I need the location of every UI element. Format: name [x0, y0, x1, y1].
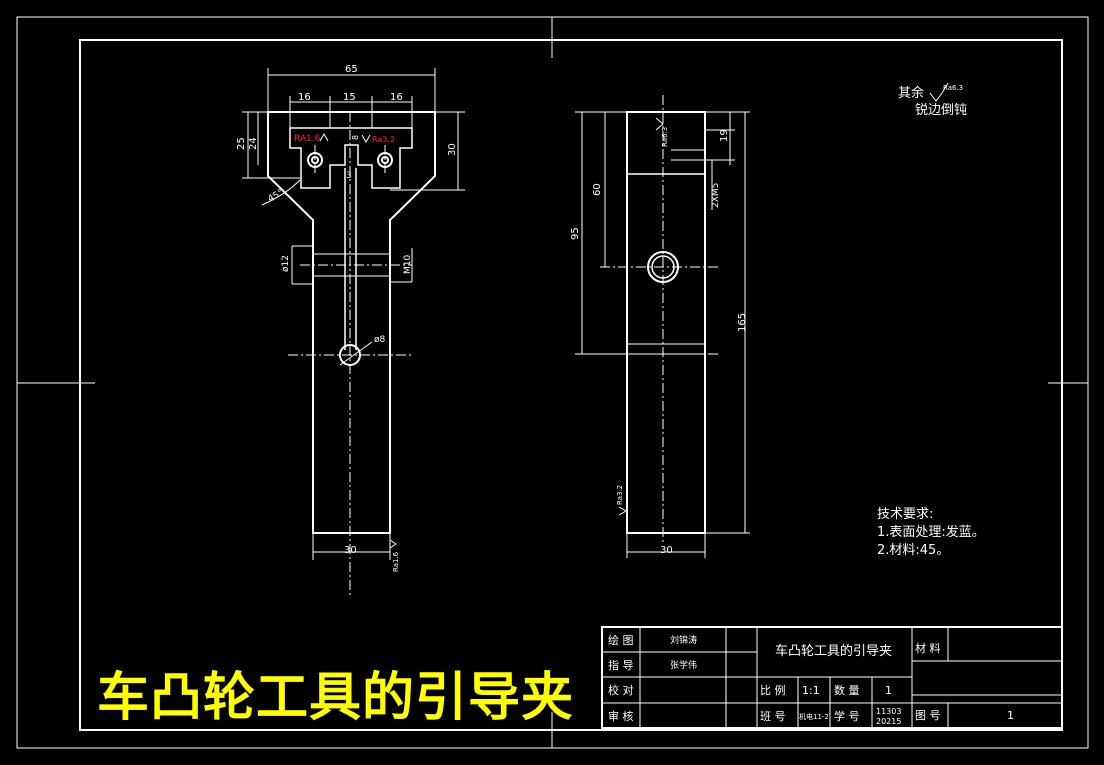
- front-dim-texts: 65 16 15 16 25 24 30 8 45° 3 ø12 M10 ø8 …: [236, 64, 458, 556]
- front-slot: [344, 168, 357, 350]
- tb-scale-value: 1:1: [802, 684, 820, 697]
- dim-dia12: ø12: [281, 255, 291, 272]
- dim-24: 24: [248, 137, 259, 150]
- side-roughness: Ra6.3 Ra3.2: [616, 117, 669, 516]
- tb-drawing-no-value: 1: [1007, 709, 1014, 722]
- dim-2xm5: 2XM5: [711, 183, 721, 208]
- roughness-side-top: Ra6.3: [661, 127, 669, 147]
- note-other: 其余: [898, 85, 924, 101]
- roughness-ra16-bottom: Ra1.6: [392, 551, 400, 572]
- side-centerlines: [600, 95, 720, 545]
- front-roughness: RA1.6 Ra3.2 Ra1.6: [294, 132, 400, 572]
- dim-16-right: 16: [390, 92, 403, 103]
- roughness-side-left: Ra3.2: [616, 485, 624, 505]
- tb-student-value1: 11303: [876, 707, 901, 716]
- front-pocket: [289, 127, 413, 189]
- dim-165: 165: [737, 313, 748, 332]
- centering-marks: [17, 17, 1088, 748]
- dim-95: 95: [570, 227, 581, 240]
- side-dim-texts: 60 95 165 19 2XM5 30: [570, 129, 748, 556]
- dim-25: 25: [236, 137, 247, 150]
- tb-part-name: 车凸轮工具的引导夹: [775, 643, 892, 659]
- tb-scale-label: 比 例: [760, 683, 786, 697]
- notes: 其余 Ra6.3 锐边倒钝 技术要求: 1.表面处理:发蓝。 2.材料:45。: [877, 82, 985, 558]
- tb-student-label: 学 号: [834, 709, 860, 723]
- note-other-roughness: Ra6.3: [943, 84, 963, 92]
- side-outline: [626, 111, 706, 534]
- tb-qty-value: 1: [885, 684, 892, 697]
- dim-30-bottom: 30: [344, 545, 357, 556]
- overlay-title: 车凸轮工具的引导夹: [97, 668, 575, 728]
- tech-item1: 1.表面处理:发蓝。: [877, 524, 985, 540]
- tb-approve-label: 审 核: [608, 709, 634, 723]
- side-dim-lines: [575, 111, 750, 558]
- tb-student-value2: 20215: [876, 717, 901, 726]
- dim-8: 8: [351, 135, 360, 140]
- tech-title: 技术要求:: [877, 507, 933, 522]
- tb-guide-label: 指 导: [608, 658, 634, 672]
- tb-class-value: 机电11-2: [799, 712, 829, 721]
- dim-30: 30: [447, 143, 458, 156]
- tb-material-label: 材 料: [915, 641, 941, 655]
- tb-qty-label: 数 量: [834, 684, 860, 697]
- dim-19: 19: [719, 129, 730, 142]
- tb-check-label: 校 对: [608, 683, 634, 697]
- title-block-grid: [601, 626, 1063, 729]
- roughness-ra16: RA1.6: [294, 134, 321, 144]
- dim-15: 15: [343, 92, 356, 103]
- side-view: [626, 111, 706, 534]
- tb-drawing-no-label: 图 号: [915, 709, 941, 722]
- outer-frame: [16, 16, 1089, 749]
- tb-drawn-name: 刘锦涛: [670, 634, 697, 646]
- note-deburr: 锐边倒钝: [915, 103, 967, 118]
- dim-dia8: ø8: [374, 335, 386, 345]
- front-dim-lines: [242, 68, 465, 560]
- tb-guide-name: 张学伟: [670, 659, 697, 671]
- tech-item2: 2.材料:45。: [877, 543, 949, 558]
- tb-class-label: 班 号: [760, 710, 786, 723]
- dim-3: 3: [346, 171, 352, 181]
- dim-60: 60: [592, 183, 603, 196]
- dim-65: 65: [345, 64, 358, 75]
- roughness-symbol: [929, 82, 949, 102]
- dim-30-side: 30: [660, 545, 673, 556]
- title-block-text: 绘 图 刘锦涛 指 导 张学伟 校 对 审 核 车凸轮工具的引导夹 材 料 比 …: [608, 633, 1014, 726]
- inner-frame: [79, 39, 1063, 731]
- front-centerlines: [288, 112, 412, 595]
- dim-16-left: 16: [298, 92, 311, 103]
- tb-drawn-label: 绘 图: [608, 633, 634, 647]
- dim-m10: M10: [403, 255, 413, 274]
- roughness-ra32: Ra3.2: [372, 135, 395, 144]
